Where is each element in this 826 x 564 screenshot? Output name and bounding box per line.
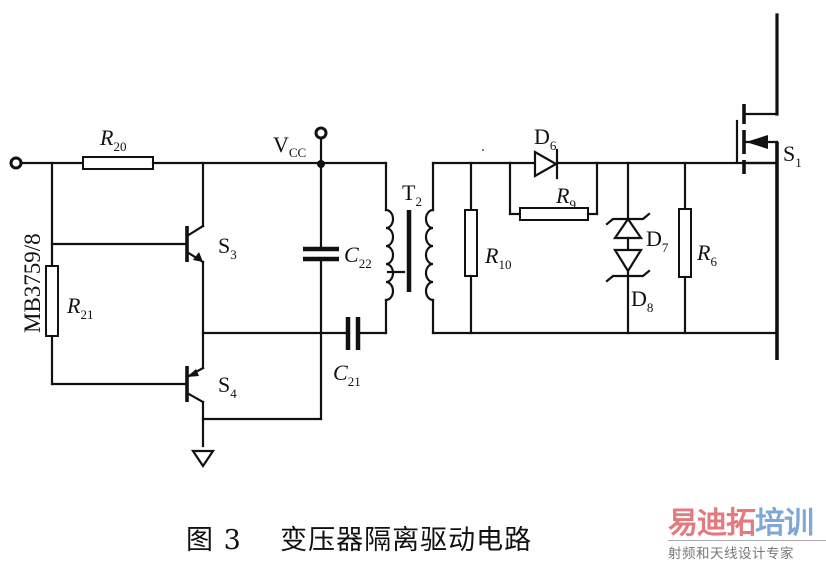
label-d8: D8	[631, 286, 653, 315]
label-s1: S1	[783, 141, 802, 170]
label-c21: C21	[333, 360, 361, 389]
resistor-r20	[82, 156, 154, 170]
mosfet-s1	[735, 13, 779, 174]
transistor-s4	[185, 331, 205, 448]
label-r21: R21	[66, 293, 93, 322]
capacitor-c22	[303, 246, 339, 262]
input-terminal	[9, 156, 23, 170]
capacitor-c21	[345, 317, 361, 350]
transformer-t2	[384, 161, 435, 335]
label-r9: R9	[555, 183, 576, 212]
label-s4: S4	[218, 372, 237, 401]
watermark-tagline: 射频和天线设计专家	[668, 540, 826, 562]
svg-text:MB3759/8: MB3759/8	[20, 233, 45, 333]
label-t2: T2	[402, 180, 422, 209]
resistor-r21	[45, 265, 59, 337]
figure-caption: 图 3 变压器隔离驱动电路	[186, 518, 532, 557]
diode-d6	[508, 148, 598, 180]
input-label: MB3759/8	[20, 233, 45, 333]
label-c22: C22	[344, 242, 372, 271]
label-s3: S3	[218, 233, 237, 262]
speck	[482, 149, 484, 151]
resistor-r9	[519, 207, 589, 221]
ground-icon	[190, 449, 216, 468]
watermark-logo: 易迪拓培训 射频和天线设计专家	[668, 508, 826, 562]
watermark-brand: 易迪拓培训	[668, 506, 814, 541]
label-r6: R6	[696, 240, 717, 269]
transistor-s3	[185, 161, 205, 335]
label-vcc: VCC	[273, 132, 306, 160]
label-r20: R20	[99, 125, 126, 154]
label-r10: R10	[484, 243, 511, 272]
zener-diode-d7	[605, 212, 651, 240]
resistor-r6	[678, 208, 692, 278]
resistor-r10	[464, 209, 478, 277]
label-d7: D7	[646, 226, 669, 255]
figure-title: 变压器隔离驱动电路	[280, 525, 533, 556]
figure-number: 图 3	[186, 525, 242, 556]
label-d6: D6	[534, 124, 557, 153]
